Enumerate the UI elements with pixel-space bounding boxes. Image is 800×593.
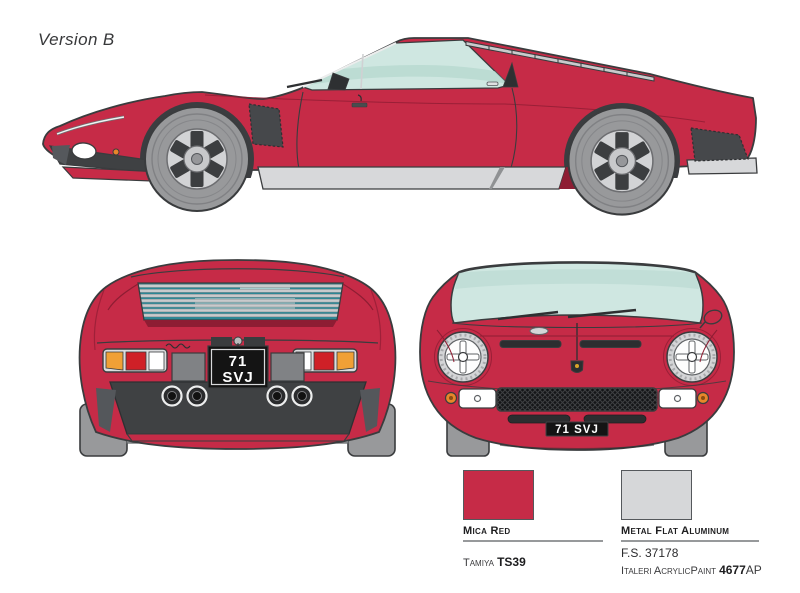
- marker-lamp-right: [696, 391, 710, 405]
- nose-shadow: [52, 145, 70, 165]
- lamborghini-badge: [570, 360, 584, 373]
- taillight-left: [102, 348, 168, 373]
- louvered-window-slats: [138, 284, 343, 318]
- corner-shadow-left: [96, 388, 116, 432]
- headlight-cover-chrome: [56, 116, 125, 135]
- hood-vent-left: [499, 340, 562, 348]
- front-plate-text: 71 SVJ: [555, 424, 599, 436]
- marker-lamp-left: [444, 391, 458, 405]
- window-divider: [360, 53, 364, 90]
- window-lower-shadow: [144, 320, 337, 327]
- paint-fs-number: F.S. 37178: [621, 546, 679, 560]
- hood-creases: [436, 323, 718, 363]
- paint-callout-metal-flat-aluminum: Metal Flat Aluminum F.S. 37178 Italeri A…: [621, 470, 781, 577]
- paint-name: Mica Red: [463, 525, 511, 537]
- paint-code: TS39: [497, 555, 526, 569]
- turn-signal-left: [458, 388, 497, 409]
- hood-vent-right: [579, 340, 642, 348]
- wiper-arm: [286, 78, 323, 89]
- paint-code-suffix: AP: [745, 563, 762, 577]
- rear-license-plate: 71 SVJ: [207, 345, 269, 389]
- bumper-slot-right: [583, 414, 647, 424]
- door-mirror-pod: [699, 309, 723, 329]
- rear-lower-lip: [125, 433, 351, 442]
- rocker-sill-aluminum: [257, 166, 567, 190]
- car-rear-view-illustration: 71 SVJ: [78, 259, 397, 457]
- paint-brand-line: Italeri AcrylicPaint 4677AP: [621, 563, 781, 577]
- turn-signal-right: [658, 388, 697, 409]
- side-marker-lamp: [112, 148, 120, 156]
- b-pillar-fin: [502, 61, 519, 88]
- reflector-left: [171, 352, 206, 382]
- rear-plate-line2: SVJ: [222, 369, 253, 386]
- door-handle: [486, 81, 499, 86]
- paint-rule: [463, 540, 603, 542]
- paint-brand-line: Tamiya TS39: [463, 555, 615, 569]
- paint-swatch-aluminum: [621, 470, 692, 520]
- rear-plate-line1: 71: [229, 353, 248, 370]
- rear-brake-vent: [690, 127, 749, 162]
- fender-vent: [248, 103, 284, 148]
- side-mirror: [327, 72, 350, 91]
- chin-shadow: [499, 444, 655, 450]
- headlight-left: [434, 328, 492, 386]
- front-wheel: [144, 106, 250, 212]
- glass-reflection: [303, 64, 509, 86]
- paint-brand: Italeri AcrylicPaint: [621, 565, 717, 577]
- script-emblem: [165, 343, 191, 349]
- paint-swatch-mica-red: [463, 470, 534, 520]
- paint-code: 4677: [719, 563, 746, 577]
- bumper-slot-left: [507, 414, 571, 424]
- side-door-seam-rear: [510, 87, 518, 169]
- rear-body-creases: [93, 283, 382, 351]
- windshield-shade: [455, 269, 699, 289]
- version-label: Version B: [38, 30, 115, 49]
- wipers: [497, 308, 637, 321]
- sill-notch: [489, 167, 505, 189]
- paint-brand: Tamiya: [463, 557, 495, 569]
- front-grille-mesh: [497, 388, 657, 411]
- paint-rule: [621, 540, 759, 542]
- headlight-right: [663, 328, 721, 386]
- deck-trim: [165, 336, 265, 349]
- exhaust-tips: [161, 385, 313, 407]
- nose-intake-opening: [71, 142, 97, 160]
- front-license-plate: 71 SVJ: [545, 421, 609, 437]
- car-side-view-illustration: [42, 37, 758, 216]
- paint-callout-mica-red: Mica Red Tamiya TS39: [463, 470, 615, 569]
- paint-name: Metal Flat Aluminum: [621, 525, 730, 537]
- engine-louvers: [465, 40, 655, 82]
- roof-edge-line: [130, 268, 345, 278]
- rear-valance: [109, 381, 367, 435]
- rear-wheel: [567, 106, 677, 216]
- door-badge: [351, 94, 368, 108]
- side-door-seam-front: [296, 91, 304, 170]
- car-front-view-illustration: 71 SVJ: [419, 261, 735, 457]
- reflector-right: [270, 352, 305, 382]
- corner-shadow-right: [360, 388, 380, 432]
- hood-latch-chrome: [529, 327, 549, 335]
